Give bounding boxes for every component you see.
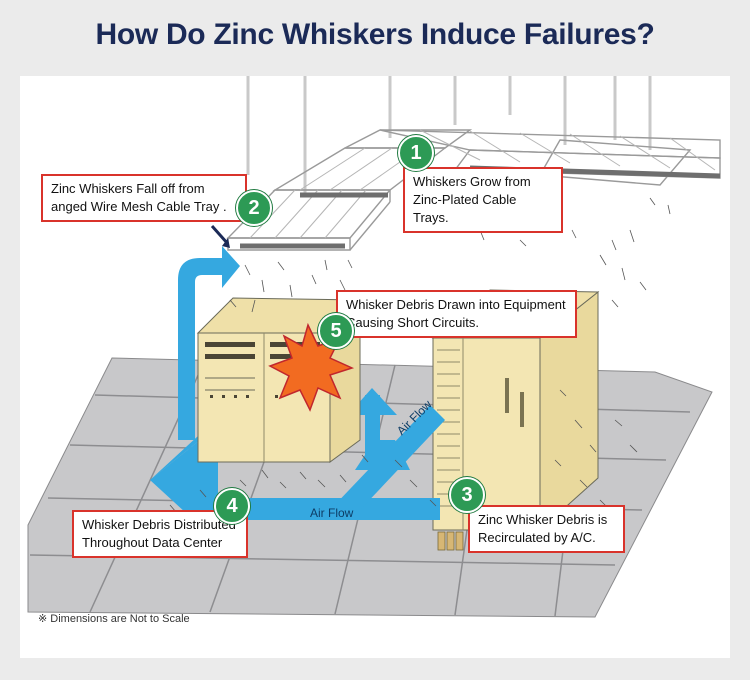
callout-step-1: Whiskers Grow from Zinc-Plated Cable Tra… — [403, 167, 563, 233]
callout-step-3: Zinc Whisker Debris is Recirculated by A… — [468, 505, 625, 553]
step-badge-1: 1 — [398, 135, 434, 171]
air-flow-label-floor: Air Flow — [310, 506, 354, 520]
wire-mesh-cable-tray — [226, 129, 721, 251]
page-title: How Do Zinc Whiskers Induce Failures? — [95, 18, 655, 51]
step-badge-5: 5 — [318, 313, 354, 349]
callout-step-2: Zinc Whiskers Fall off from anged Wire M… — [41, 174, 247, 222]
step-badge-2: 2 — [236, 190, 272, 226]
callout-step-5: Whisker Debris Drawn into Equipment Caus… — [336, 290, 577, 338]
step-badge-3: 3 — [449, 477, 485, 513]
scale-footnote: ※ Dimensions are Not to Scale — [38, 613, 190, 625]
ceiling-hangers — [246, 76, 652, 195]
falling-pointer-arrow-icon — [210, 225, 230, 248]
step-badge-4: 4 — [214, 488, 250, 524]
